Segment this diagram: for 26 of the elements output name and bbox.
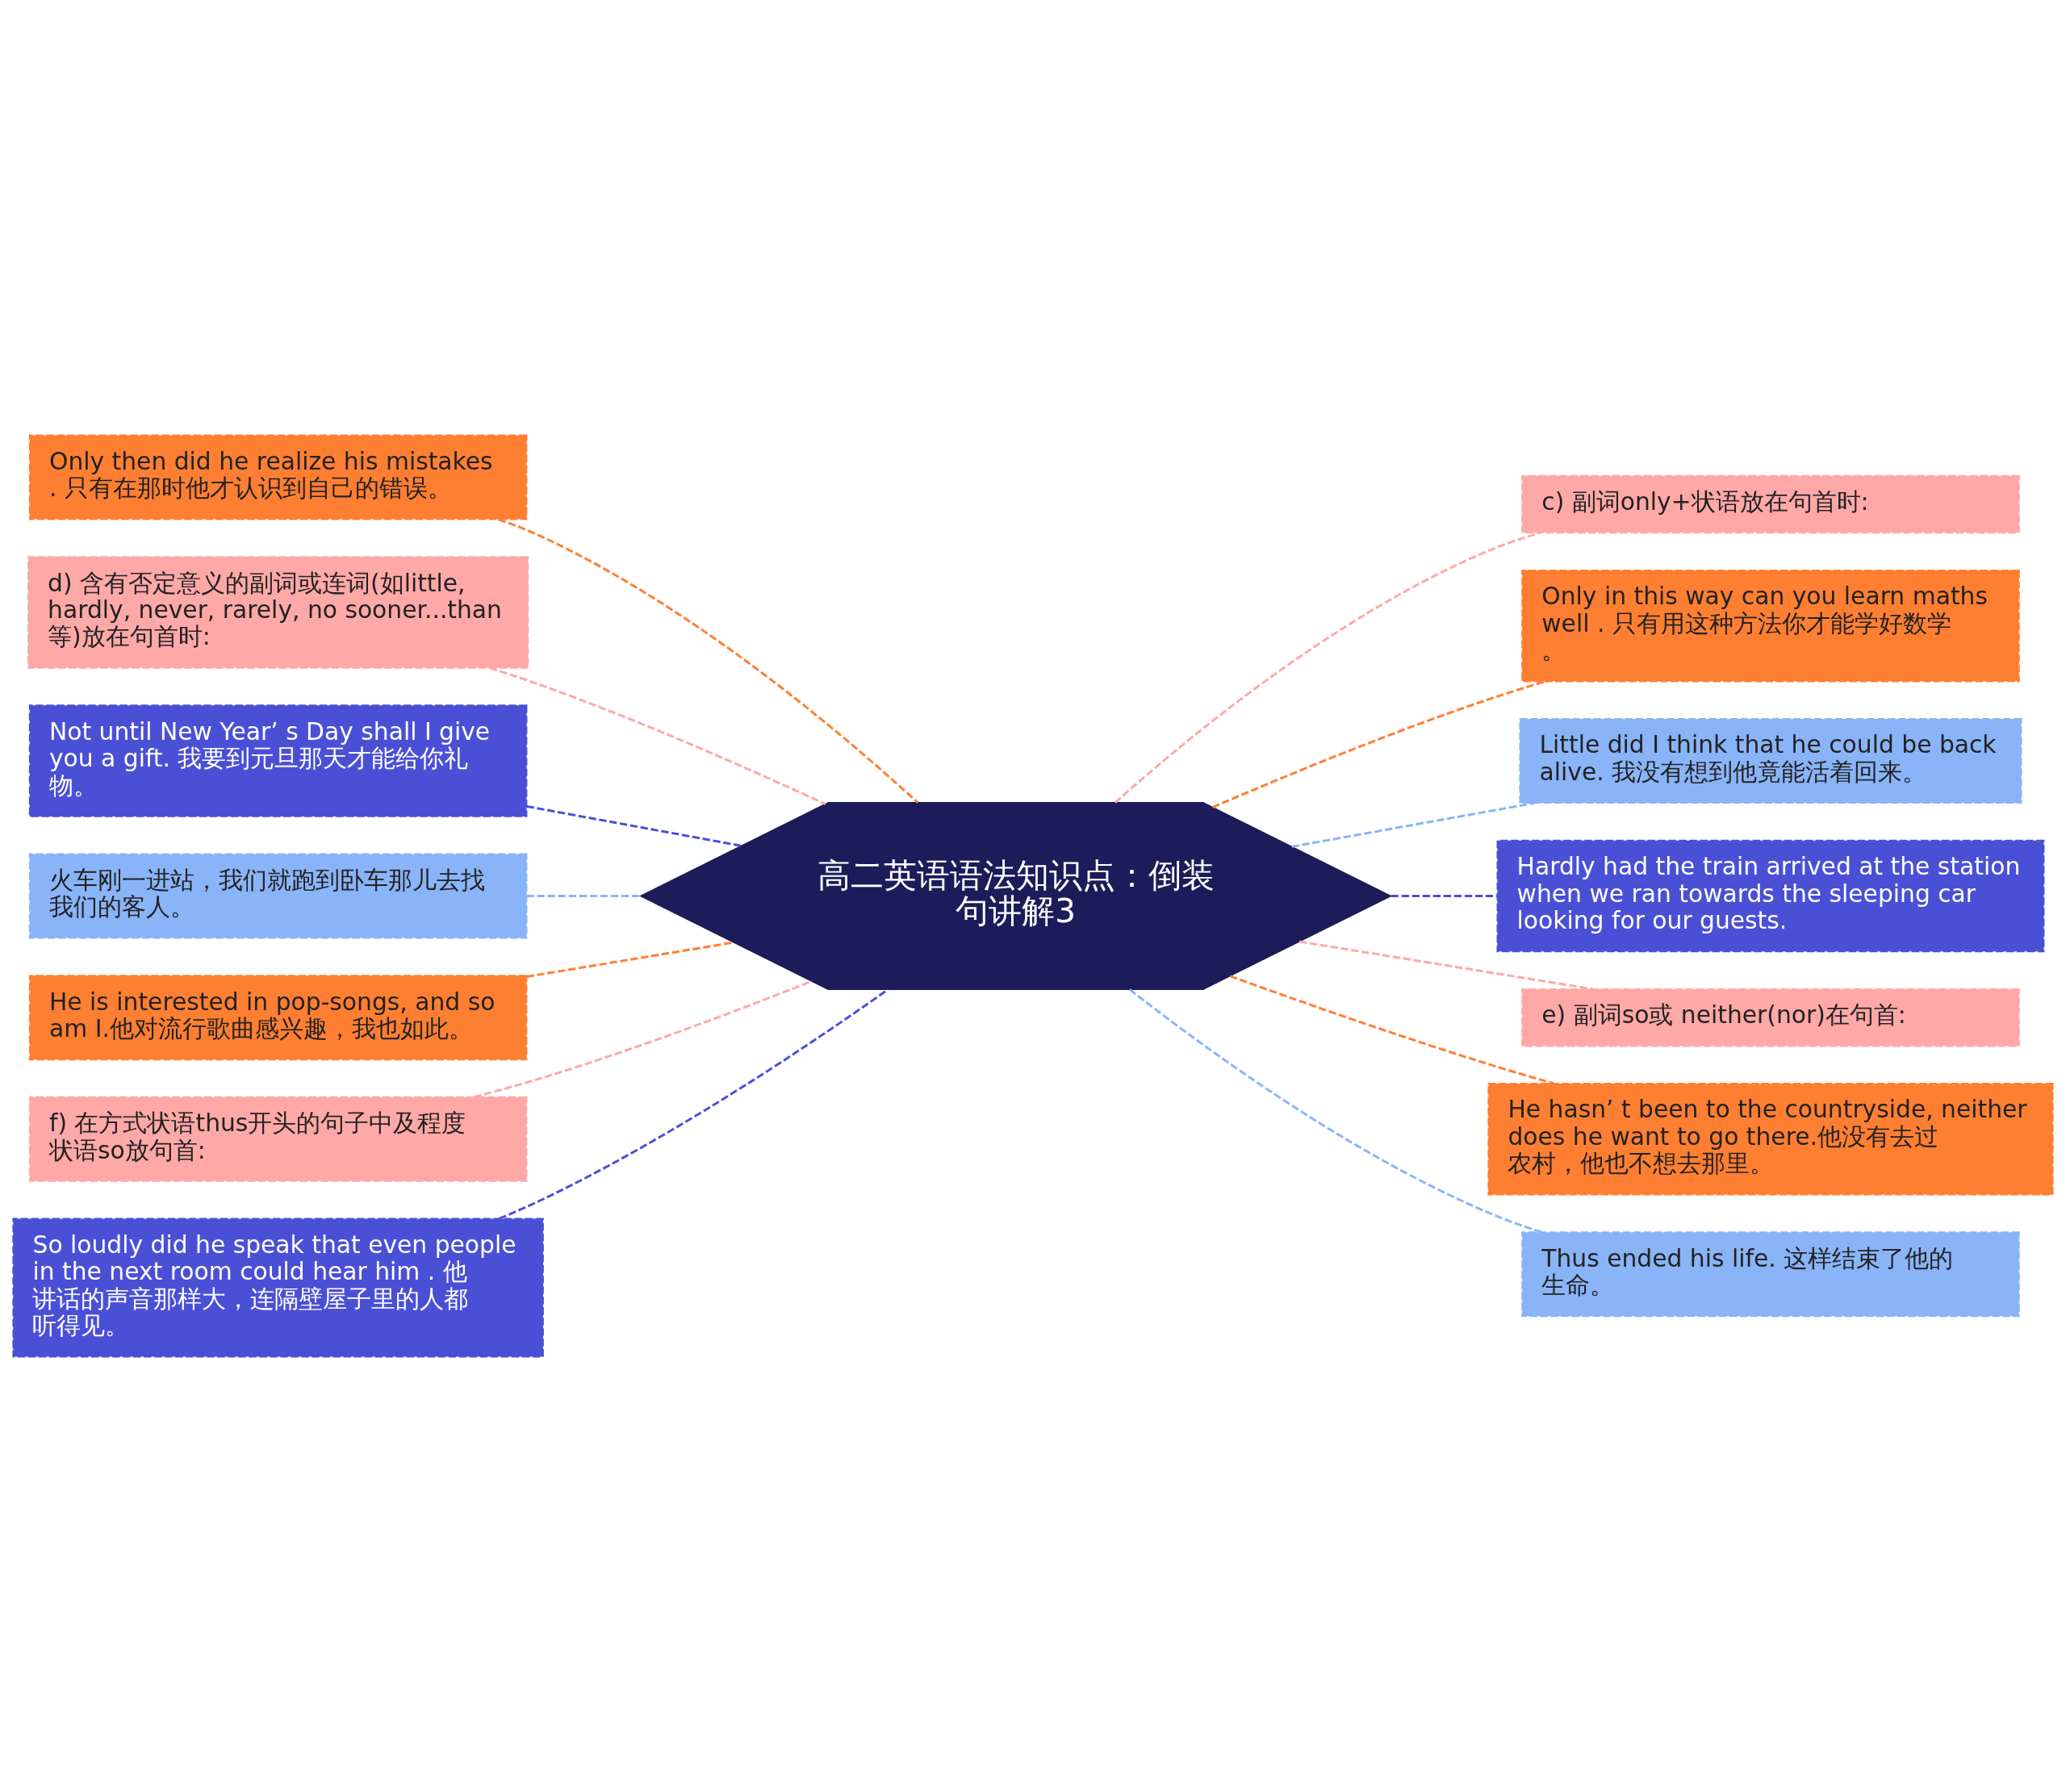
node-box: Thus ended his life. 这样结束了他的生命。 (1521, 1231, 2020, 1318)
connector (526, 804, 742, 847)
node-box: Not until New Year’ s Day shall I give you a gift. 我要到元旦那天才能给你礼物。 (28, 704, 528, 817)
connector (498, 518, 919, 804)
connector (1229, 975, 1554, 1085)
node-box: d) 含有否定意义的副词或连词(如little, hardly, never, rarely, no sooner...than等)放在句首时: (27, 556, 529, 669)
node-box: Hardly had the train arrived at the station when we ran towards the sleeping car looking for our guests. (1496, 839, 2045, 953)
connector (1299, 940, 1593, 991)
node-box: Only in this way can you learn maths well . 只有用这种方法你才能学好数学。 (1521, 569, 2020, 683)
connector (1211, 680, 1546, 808)
node-box: So loudly did he speak that even people in the next room could hear him . 他讲话的声音那样大，连隔壁屋子里的人都听得见。 (12, 1218, 544, 1358)
node-box: He hasn’ t been to the countryside, neither does he want to go there.他没有去过农村，他也不想去那里。 (1487, 1083, 2054, 1196)
connector (526, 895, 641, 897)
connector (1128, 988, 1542, 1234)
node-box: Little did I think that he could be back alive. 我没有想到他竟能活着回来。 (1519, 718, 2022, 804)
connector (1114, 531, 1541, 804)
node-box: Only then did he realize his mistakes . 只有在那时他才认识到自己的错误。 (28, 434, 528, 520)
node-box: 火车刚一进站，我们就跑到卧车那儿去找我们的客人。 (28, 853, 528, 939)
node-box: He is interested in pop-songs, and so am I.他对流行歌曲感兴趣，我也如此。 (28, 975, 528, 1061)
connector (489, 666, 826, 805)
connector (1391, 895, 1497, 897)
node-box: f) 在方式状语thus开头的句子中及程度状语so放句首: (28, 1096, 528, 1182)
node-box: c) 副词only+状语放在句首时: (1521, 474, 2020, 534)
connector (498, 988, 889, 1220)
connector (1291, 801, 1536, 848)
node-box: e) 副词so或 neither(nor)在句首: (1521, 988, 2020, 1047)
